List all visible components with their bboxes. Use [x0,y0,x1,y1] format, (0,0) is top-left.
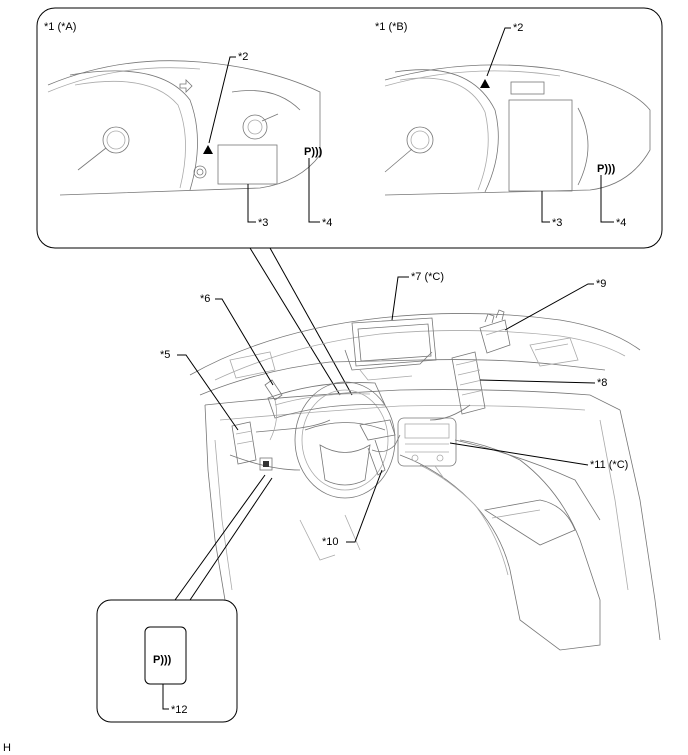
label-b-4: *4 [616,217,626,229]
switch-small [259,457,273,471]
meter-type-b: *1 (*B) P))) *2 *3 *4 [375,21,651,229]
parking-sensor-icon-b: P))) [597,163,616,175]
switch-detail-box: P))) *12 [96,474,273,723]
label-b-3: *3 [552,217,562,229]
label-panel-a: *1 (*A) [44,21,76,33]
warning-icon [203,145,213,154]
vehicle-interior: *7 (*C) *9 *6 *5 *8 *11 (*C) *10 [160,271,661,651]
label-8: *8 [597,377,607,389]
label-7: *7 (*C) [411,271,444,283]
parking-sensor-icon: P))) [304,146,323,158]
label-panel-b: *1 (*B) [375,21,407,33]
meter-detail-box [36,7,663,396]
multi-info-display-b [508,99,573,192]
label-6: *6 [200,293,210,305]
parking-sensor-switch [144,626,187,685]
parking-sensor-switch-icon: P))) [153,654,172,666]
lower-left-ecu [231,419,331,465]
meter-type-a: *1 (*A) P))) *2 *3 *4 [44,21,332,229]
multi-info-display-a [217,144,278,185]
label-a-4: *4 [322,217,332,229]
turn-signal-icon [179,79,193,93]
label-a-2: *2 [238,51,248,63]
label-12: *12 [171,704,188,716]
label-10: *10 [322,536,339,548]
label-b-2: *2 [513,22,523,34]
label-11: *11 (*C) [590,459,628,471]
label-9: *9 [596,278,606,290]
parking-assist-ecu [479,309,511,354]
label-5: *5 [160,349,170,361]
multi-display-assembly [344,317,437,381]
corner-mark: H [3,742,11,754]
ecu-module [429,351,486,421]
warning-icon-b [480,79,490,88]
label-a-3: *3 [258,217,268,229]
